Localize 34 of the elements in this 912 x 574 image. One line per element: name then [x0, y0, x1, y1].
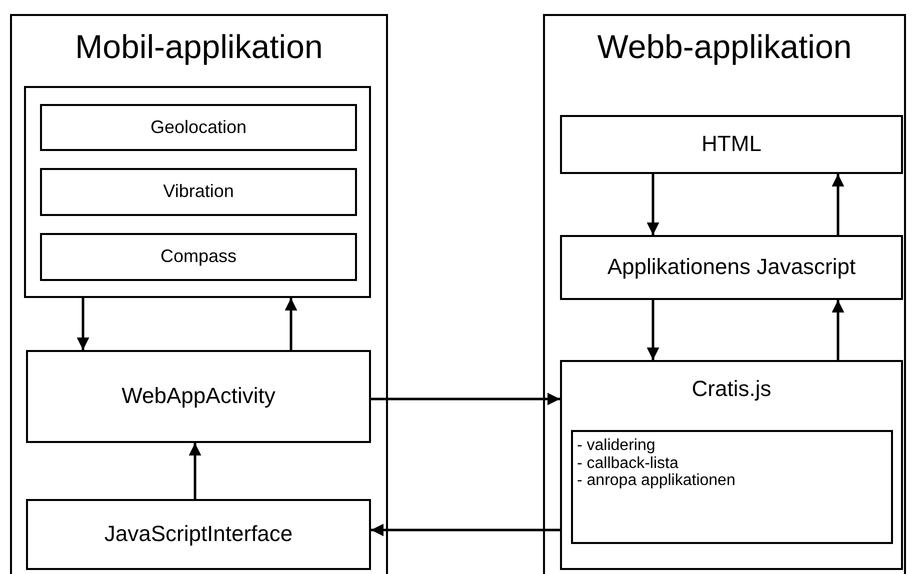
arrow	[284, 298, 298, 350]
list-item: - callback-lista	[577, 454, 678, 472]
arrow	[646, 174, 660, 235]
component-box	[560, 235, 903, 300]
api-box	[40, 104, 357, 151]
arrow	[188, 443, 202, 499]
box-label: WebAppActivity	[122, 383, 276, 410]
component-box	[26, 350, 371, 443]
library-box	[560, 360, 903, 570]
api-box	[40, 233, 357, 281]
box-label: Cratis.js	[692, 376, 772, 402]
component-box	[26, 499, 371, 570]
box-label: Applikationens Javascript	[607, 254, 856, 281]
list-item: - anropa applikationen	[577, 472, 736, 490]
arrow	[646, 300, 660, 360]
application-panel	[10, 14, 388, 574]
box-label: HTML	[702, 131, 762, 158]
api-box	[40, 168, 357, 216]
arrow	[832, 174, 844, 235]
component-box	[560, 115, 903, 174]
panel-title: Mobil-applikation	[75, 28, 323, 66]
arrow	[371, 524, 560, 536]
arrow	[371, 392, 560, 406]
box-label: Compass	[160, 246, 237, 268]
application-panel	[543, 14, 906, 574]
arrow	[76, 298, 90, 350]
feature-list-box	[571, 430, 893, 544]
box	[24, 86, 371, 298]
arrow	[832, 300, 844, 360]
box-label: JavaScriptInterface	[104, 521, 293, 548]
panel-title: Webb-applikation	[597, 28, 852, 66]
box-label: Vibration	[163, 181, 234, 203]
box-label: Geolocation	[150, 116, 247, 138]
list-item: - validering	[577, 437, 656, 455]
